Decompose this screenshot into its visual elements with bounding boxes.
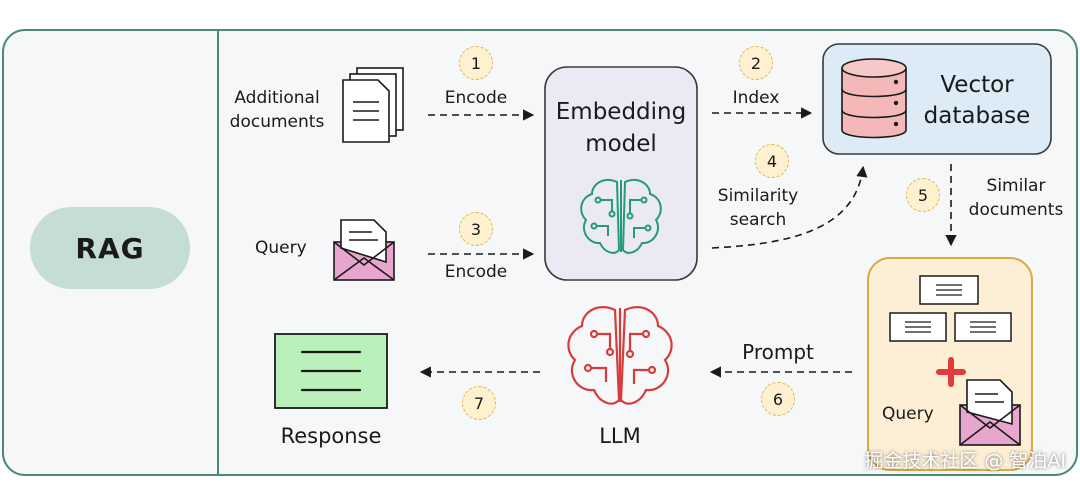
step-badge-4: 4 <box>755 144 789 178</box>
plus-icon <box>936 357 966 387</box>
prompt-label: Prompt <box>742 340 814 364</box>
similarity-search-line1: Similarity <box>717 186 799 206</box>
embedding-brain-icon <box>580 178 662 254</box>
encode-docs-label: Encode <box>444 88 508 108</box>
step-badge-1: 1 <box>459 46 493 80</box>
similarity-search-line2: search <box>729 210 787 230</box>
documents-label: Additional documents <box>222 86 332 134</box>
similar-documents-label: Similar documents <box>960 174 1072 222</box>
arrow-similarity-search <box>711 165 868 249</box>
rag-label: RAG <box>30 207 190 289</box>
embedding-model-line1: Embedding <box>555 99 687 125</box>
retrieved-docs-icon <box>889 275 1012 342</box>
vector-database-line1: Vector <box>940 72 1014 98</box>
step-badge-7: 7 <box>462 386 496 420</box>
step-badge-5: 5 <box>906 178 940 212</box>
response-lines <box>300 350 362 392</box>
query-envelope-icon <box>333 219 395 281</box>
documents-label-line2: documents <box>229 112 325 132</box>
embedding-model-line2: model <box>585 131 657 157</box>
context-query-envelope-icon <box>959 379 1021 446</box>
vector-database-line2: database <box>923 103 1031 129</box>
step-badge-3: 3 <box>459 212 493 246</box>
llm-label: LLM <box>599 424 641 448</box>
embedding-model-label: Embedding model <box>545 96 697 160</box>
context-query-label: Query <box>882 404 934 424</box>
query-label: Query <box>255 238 307 258</box>
step-badge-6: 6 <box>761 382 795 416</box>
watermark: 掘金技术社区 @ 智泊AI <box>864 450 1066 472</box>
documents-icon <box>342 67 404 143</box>
retrieved-docs-lines <box>905 284 996 333</box>
similar-documents-line2: documents <box>968 200 1064 220</box>
similar-documents-line1: Similar <box>986 176 1046 196</box>
llm-brain-icon <box>567 306 673 405</box>
documents-label-line1: Additional <box>234 88 320 108</box>
vector-database-label: Vector database <box>915 70 1039 132</box>
similarity-search-label: Similarity search <box>712 184 804 232</box>
step-badge-2: 2 <box>739 46 773 80</box>
database-icon <box>841 58 907 139</box>
response-label: Response <box>280 424 382 448</box>
encode-query-label: Encode <box>444 262 508 282</box>
outer-frame <box>2 29 1078 476</box>
index-label: Index <box>732 88 780 108</box>
